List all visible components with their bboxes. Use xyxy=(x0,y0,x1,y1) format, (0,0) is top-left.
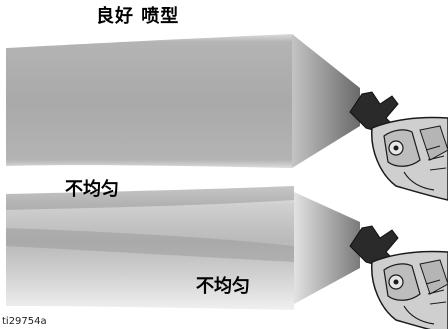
good-pattern-label: 良好 喷型 xyxy=(96,6,180,27)
uneven-pattern-fan xyxy=(294,192,360,304)
uneven-edge-top xyxy=(6,186,294,210)
uneven-pattern-group xyxy=(6,186,360,310)
good-pattern-fan xyxy=(292,34,360,168)
spray-gun-top xyxy=(349,91,448,201)
uneven-label-top: 不均匀 xyxy=(65,179,119,200)
spray-gun-bottom xyxy=(349,225,448,329)
uneven-label-bottom: 不均匀 xyxy=(196,276,250,297)
figure-id-label: ti29754a xyxy=(2,316,47,327)
good-pattern-band xyxy=(6,34,292,168)
good-pattern-group xyxy=(6,34,360,168)
uneven-dark-streak xyxy=(6,228,294,262)
